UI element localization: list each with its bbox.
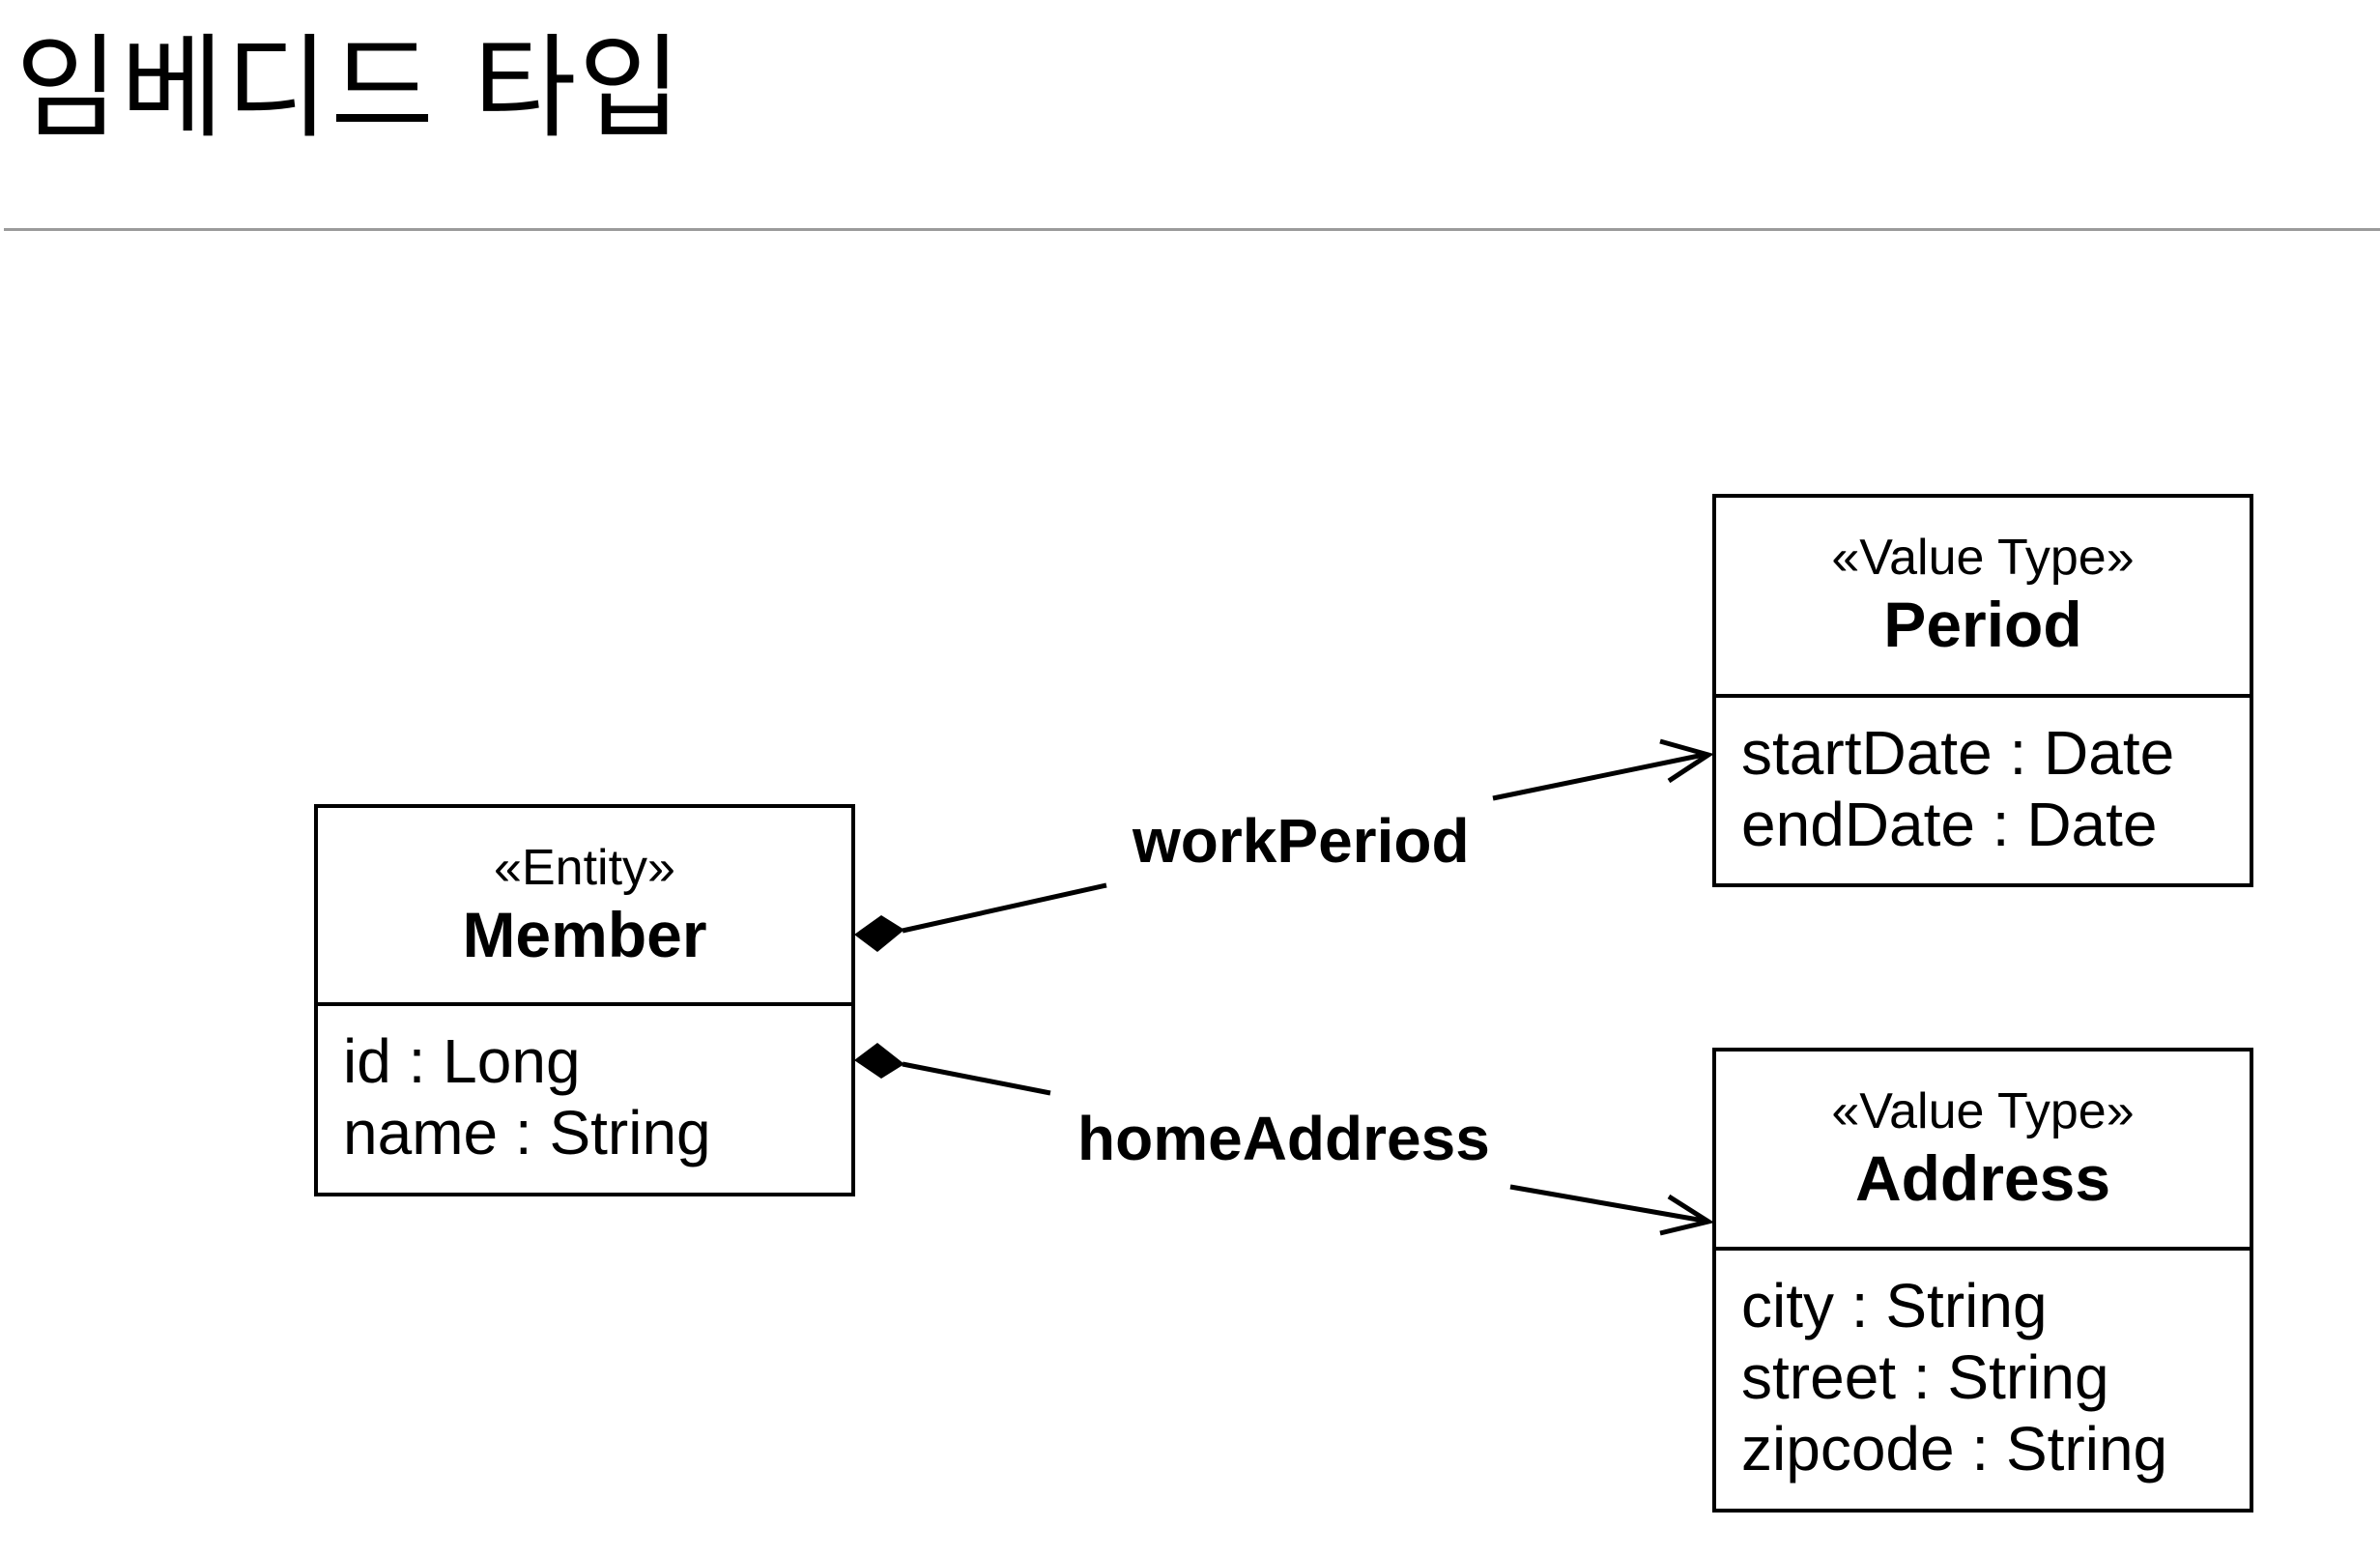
attribute: endDate : Date (1741, 790, 2158, 859)
association-label-home-address: homeAddress (1077, 1102, 1490, 1175)
composition-diamond-icon (854, 1043, 904, 1079)
attribute: zipcode : String (1741, 1414, 2168, 1484)
class-period-attributes: startDate : Date endDate : Date (1716, 698, 2250, 860)
class-address: «Value Type» Address city : String stree… (1712, 1048, 2253, 1513)
association-label-work-period: workPeriod (1133, 804, 1470, 878)
attribute: city : String (1741, 1271, 2048, 1340)
page-title: 임베디드 타입 (15, 23, 684, 154)
class-member: «Entity» Member id : Long name : String (314, 804, 855, 1196)
open-arrow-icon (1659, 1194, 1715, 1236)
class-address-stereotype: «Value Type» (1831, 1083, 2135, 1139)
class-address-name: Address (1854, 1142, 2111, 1214)
attribute: name : String (343, 1098, 711, 1167)
composition-diamond-icon (854, 915, 904, 952)
class-period: «Value Type» Period startDate : Date end… (1712, 494, 2253, 887)
attribute: id : Long (343, 1026, 581, 1096)
title-divider (4, 228, 2380, 231)
class-member-name: Member (462, 899, 707, 970)
open-arrow-icon (1659, 738, 1714, 784)
attribute: street : String (1741, 1342, 2109, 1412)
class-address-attributes: city : String street : String zipcode : … (1716, 1251, 2250, 1484)
class-address-header: «Value Type» Address (1716, 1052, 2250, 1251)
class-period-header: «Value Type» Period (1716, 498, 2250, 698)
association-home-address-line (854, 1043, 1715, 1236)
class-member-header: «Entity» Member (318, 808, 851, 1006)
class-period-stereotype: «Value Type» (1831, 530, 2135, 586)
class-member-stereotype: «Entity» (494, 840, 675, 896)
class-member-attributes: id : Long name : String (318, 1006, 851, 1168)
attribute: startDate : Date (1741, 718, 2175, 788)
class-period-name: Period (1883, 589, 2082, 660)
association-work-period-line (854, 738, 1714, 952)
